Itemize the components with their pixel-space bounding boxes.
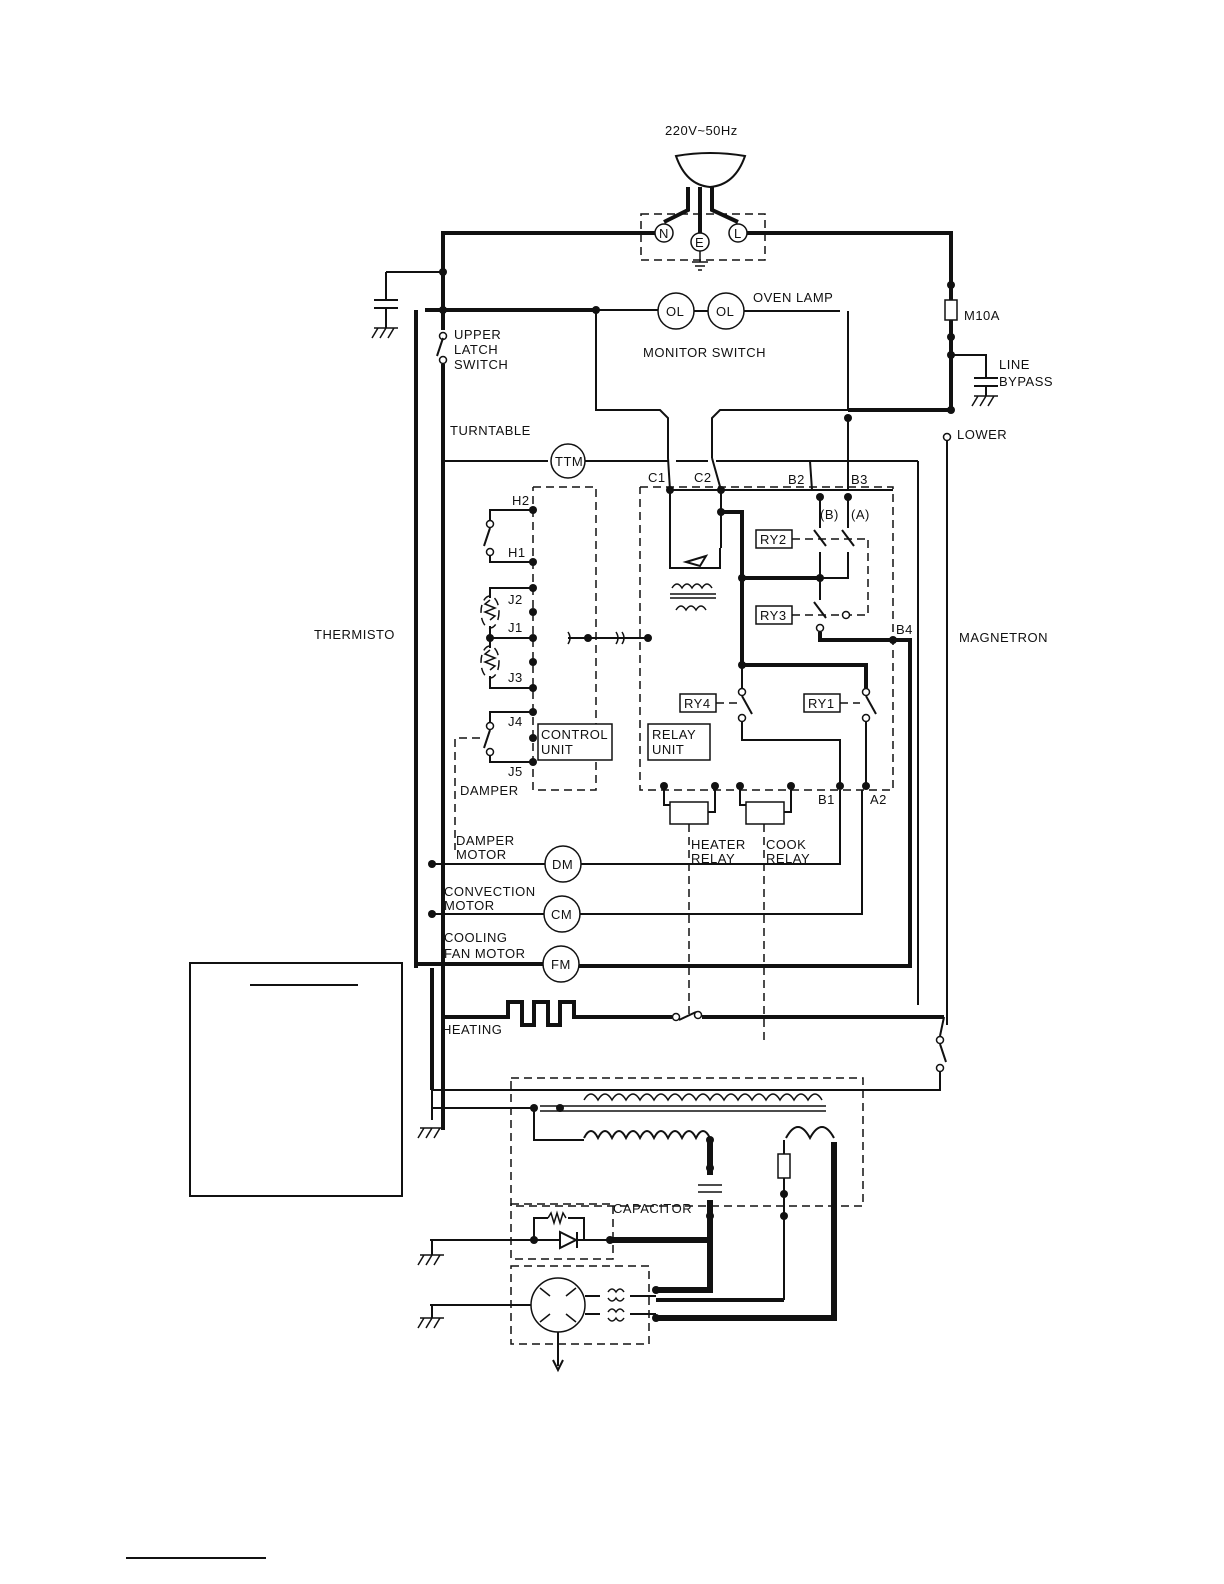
terminal-j5: J5 — [508, 764, 523, 779]
terminal-h2: H2 — [512, 493, 530, 508]
unit-interconnect — [567, 631, 652, 645]
upper-latch-label-3: SWITCH — [454, 357, 508, 372]
door-sensing-switch[interactable] — [483, 509, 533, 563]
lower-latch-label: LOWER — [957, 427, 1007, 442]
lower-switch-2[interactable] — [935, 1035, 947, 1073]
convection-motor-label-2: MOTOR — [444, 898, 495, 913]
terminal-e-label: E — [695, 235, 704, 250]
relay-ry3-label: RY3 — [760, 608, 787, 623]
terminal-b4: B4 — [896, 622, 913, 637]
hv-diode-box — [510, 1203, 614, 1260]
damper-label: DAMPER — [460, 783, 519, 798]
contact-b-label: (B) — [820, 507, 839, 522]
legend-box — [189, 962, 403, 1197]
terminal-n-label: N — [659, 226, 669, 241]
ry4-contacts[interactable] — [737, 665, 841, 788]
magnetron-label: MAGNETRON — [959, 630, 1048, 645]
magnetron-tube — [530, 1277, 586, 1333]
cook-relay-coil — [745, 801, 785, 825]
terminal-c1: C1 — [648, 470, 666, 485]
hv-resistor — [777, 1153, 791, 1179]
terminal-c2: C2 — [694, 470, 712, 485]
relay-transformer — [669, 490, 725, 612]
oven-lamp-1-label: OL — [666, 304, 684, 319]
power-cord — [663, 187, 739, 236]
heater-relay-label-2: RELAY — [691, 851, 735, 866]
contact-a-label: (A) — [851, 507, 870, 522]
hv-diode — [430, 1210, 610, 1250]
fuse-m10a — [944, 299, 958, 321]
control-terminals — [529, 506, 537, 766]
damper-motor-symbol: DM — [552, 857, 573, 872]
hv-transformer-box — [510, 1077, 864, 1207]
heater-relay-coil — [669, 801, 709, 825]
ry2-contacts[interactable] — [813, 497, 855, 579]
damper-motor-label-1: DAMPER — [456, 833, 515, 848]
terminal-j2: J2 — [508, 592, 523, 607]
heating-element — [443, 1000, 672, 1027]
terminal-a2: A2 — [870, 792, 887, 807]
line-bypass-label-1: LINE — [999, 357, 1030, 372]
control-unit-label-1: CONTROL — [541, 727, 608, 742]
relay-unit-label-2: UNIT — [652, 742, 684, 757]
earth-symbol — [692, 251, 708, 271]
heating-label: HEATING — [442, 1022, 502, 1037]
convection-motor-label-1: CONVECTION — [444, 884, 536, 899]
filter-capacitor — [371, 272, 398, 339]
magnetron-chokes — [585, 1288, 656, 1322]
terminal-j1: J1 — [508, 620, 523, 635]
cooling-fan-label-1: COOLING — [444, 930, 507, 945]
heater-relay-contact[interactable] — [671, 1010, 703, 1022]
ry1-contacts[interactable] — [861, 687, 877, 789]
cook-relay-label-1: COOK — [766, 837, 806, 852]
line-bypass-capacitor — [951, 354, 998, 407]
turntable-motor-label: TTM — [555, 454, 583, 469]
turntable-label: TURNTABLE — [450, 423, 531, 438]
thermistor-sensors — [480, 587, 533, 689]
terminal-j4: J4 — [508, 714, 523, 729]
relay-bottom-terminals — [660, 782, 870, 790]
cooling-fan-symbol: FM — [551, 957, 571, 972]
relay-unit-box — [647, 723, 711, 761]
terminal-h1: H1 — [508, 545, 526, 560]
upper-latch-label-2: LATCH — [454, 342, 498, 357]
control-unit-box — [537, 723, 613, 761]
upper-latch-switch[interactable] — [436, 331, 448, 365]
convection-motor-symbol: CM — [551, 907, 572, 922]
ry3-contacts[interactable] — [813, 578, 851, 633]
lower-latch-switch[interactable] — [942, 432, 952, 442]
terminal-b2: B2 — [788, 472, 805, 487]
thermisto-label: THERMISTO — [314, 627, 395, 642]
power-source-label: 220V~50Hz — [665, 123, 738, 138]
terminal-j3: J3 — [508, 670, 523, 685]
terminal-l-label: L — [734, 226, 742, 241]
cook-relay-label-2: RELAY — [766, 851, 810, 866]
fuse-label: M10A — [964, 308, 1000, 323]
monitor-switch-label: MONITOR SWITCH — [643, 345, 766, 360]
upper-latch-label-1: UPPER — [454, 327, 501, 342]
line-bypass-label-2: BYPASS — [999, 374, 1053, 389]
relay-ry4-label: RY4 — [684, 696, 711, 711]
capacitor-label: CAPACITOR — [613, 1201, 692, 1216]
terminal-block — [640, 213, 766, 261]
oven-lamp-label: OVEN LAMP — [753, 290, 833, 305]
damper-motor-label-2: MOTOR — [456, 847, 507, 862]
terminal-b3: B3 — [851, 472, 868, 487]
relay-ry1-label: RY1 — [808, 696, 835, 711]
cooling-fan-label-2: FAN MOTOR — [444, 946, 526, 961]
supply-rails — [386, 231, 953, 330]
heater-relay-label-1: HEATER — [691, 837, 746, 852]
relay-ry2-label: RY2 — [760, 532, 787, 547]
control-unit-label-2: UNIT — [541, 742, 573, 757]
oven-lamp-2-label: OL — [716, 304, 734, 319]
relay-unit-label-1: RELAY — [652, 727, 696, 742]
terminal-b1: B1 — [818, 792, 835, 807]
damper-switch[interactable] — [483, 711, 533, 763]
power-plug — [674, 152, 747, 189]
